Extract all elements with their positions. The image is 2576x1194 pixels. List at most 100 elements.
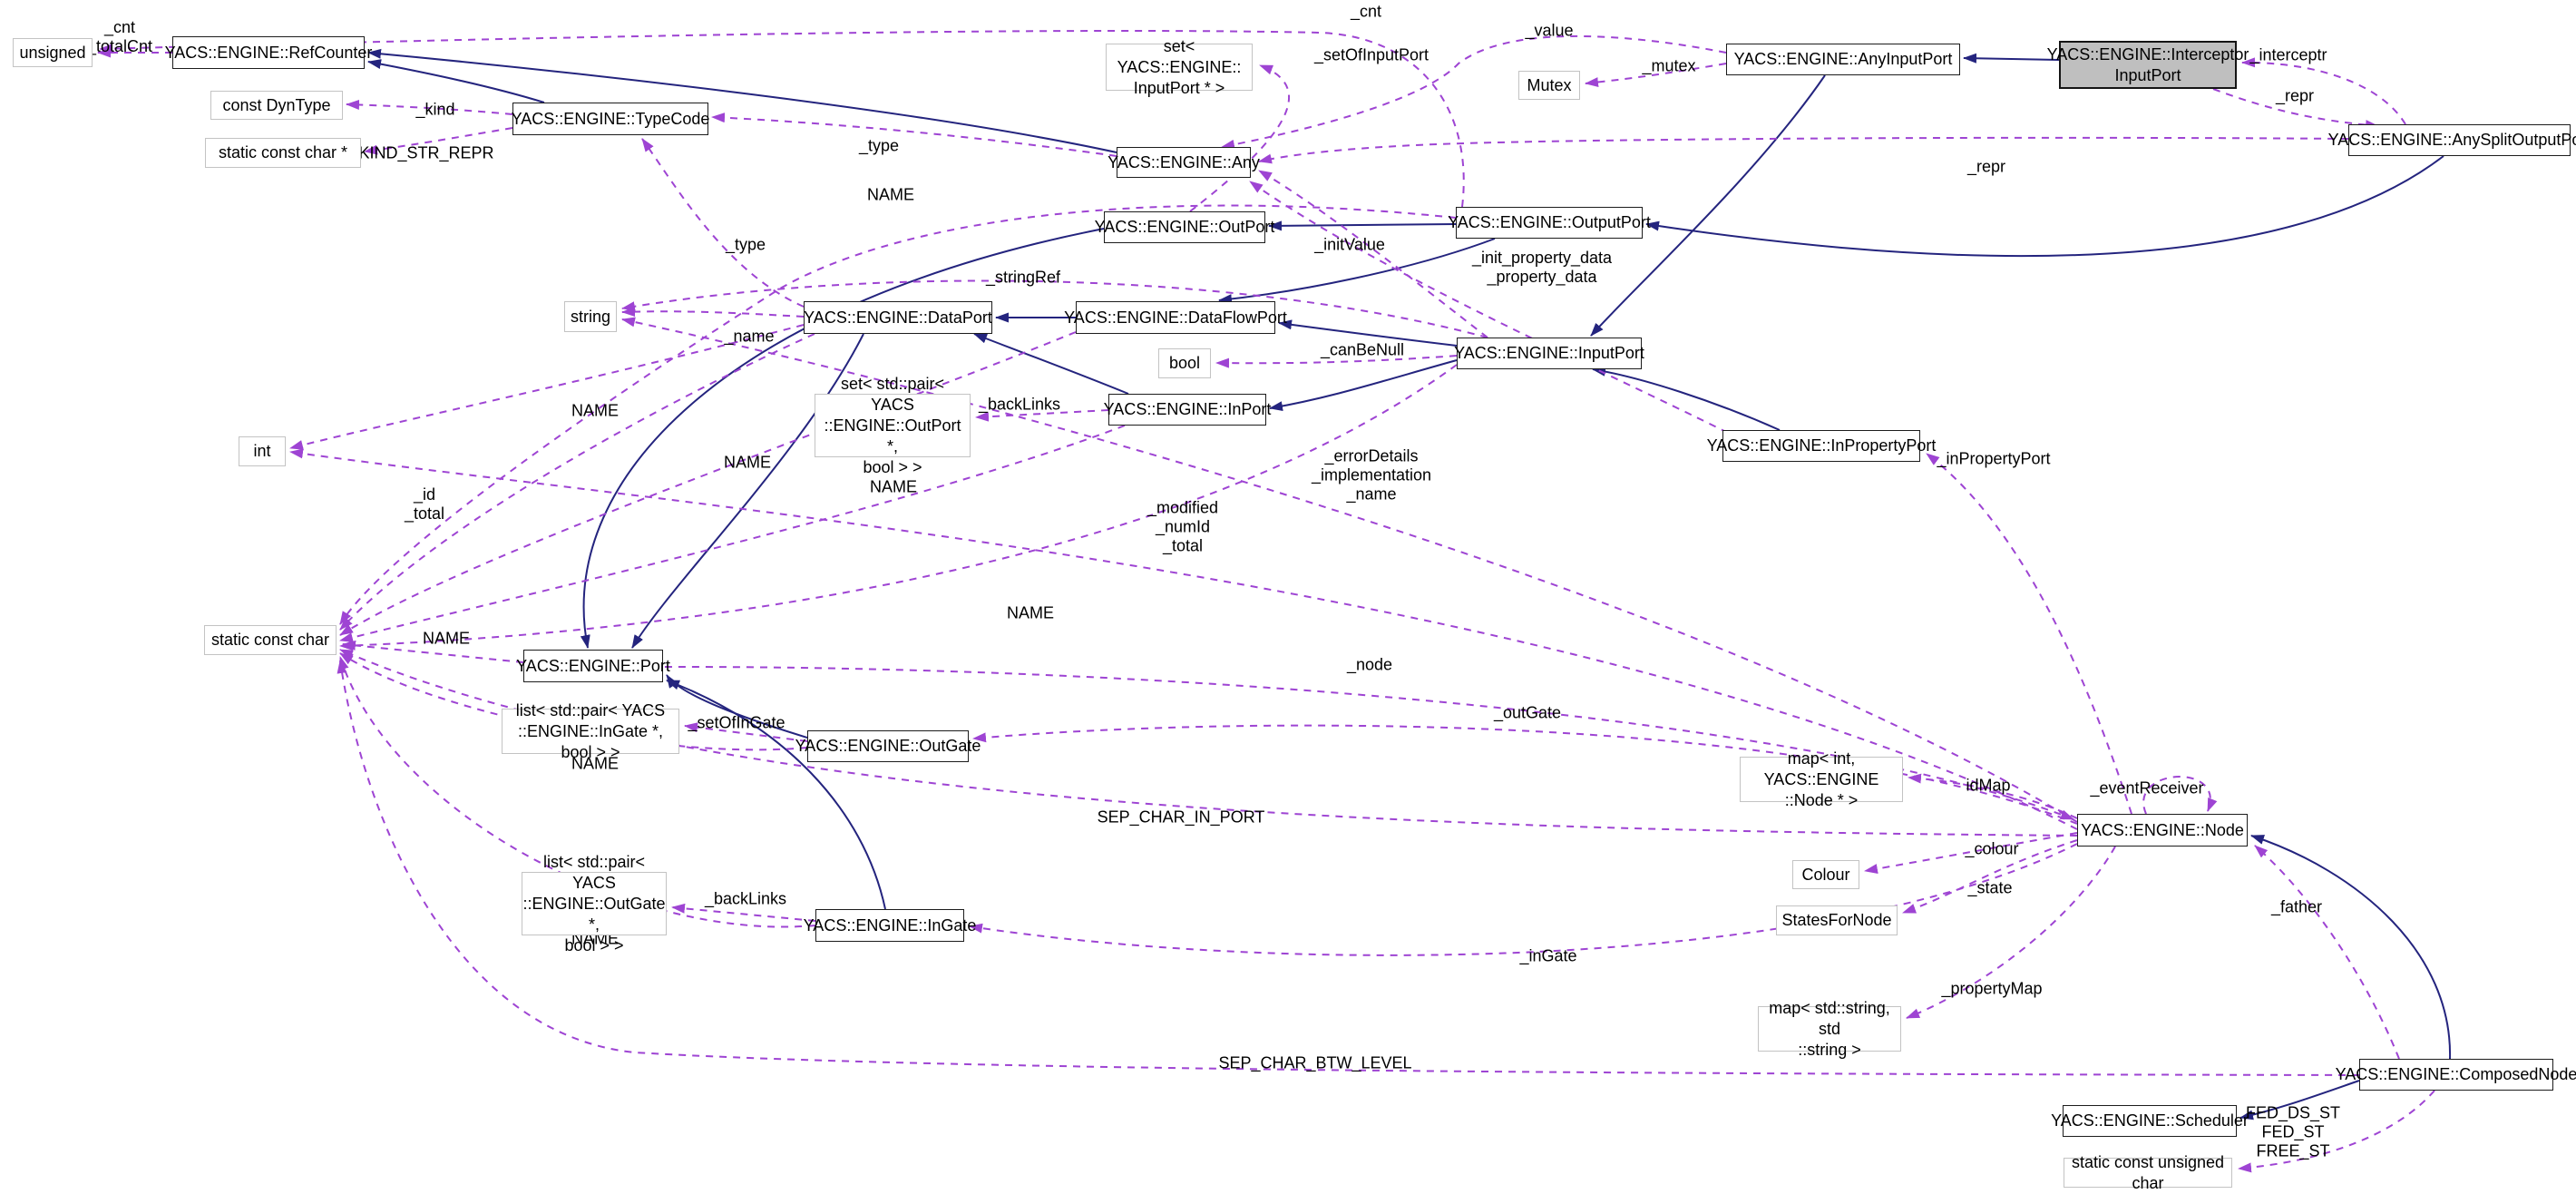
- node-interceptorinputport: YACS::ENGINE::Interceptor InputPort: [2047, 41, 2249, 89]
- inheritance-edge-any-refcounter: [367, 48, 1117, 153]
- inheritance-edge-outgate-port: [666, 674, 808, 739]
- inheritance-edge-composednode-node: [2250, 835, 2452, 1060]
- usage-edge-stringref: [621, 279, 1488, 338]
- node-any[interactable]: YACS::ENGINE::Any: [1107, 147, 1260, 178]
- edge-label-fed-states: FED_DS_ST FED_ST FREE_ST: [2245, 1103, 2341, 1160]
- node-inport[interactable]: YACS::ENGINE::InPort: [1104, 394, 1271, 426]
- usage-edge-state-ref: [1902, 839, 2078, 914]
- edge-label-name-member: _name: [724, 327, 775, 346]
- inheritance-edge-anysplit-outputport: [1645, 155, 2444, 258]
- node-composednode[interactable]: YACS::ENGINE::ComposedNode: [2336, 1059, 2576, 1091]
- inheritance-edge-composednode-scheduler: [2239, 1080, 2360, 1121]
- node-bool: bool: [1158, 348, 1211, 378]
- inheritance-edge-outport-port: [580, 228, 1105, 649]
- edge-label-setofingate: _setOfInGate: [688, 713, 785, 732]
- edge-label-father: _father: [2270, 897, 2323, 916]
- usage-edge-cnt-top: [99, 30, 1465, 208]
- node-statesfornode: StatesForNode: [1776, 905, 1898, 935]
- usage-edge-value: [1221, 34, 1727, 150]
- node-dataport[interactable]: YACS::ENGINE::DataPort: [804, 301, 992, 334]
- edge-label-sep-char-btw-level: SEP_CHAR_BTW_LEVEL: [1218, 1053, 1412, 1072]
- edge-label-backlinks-inport: _backLinks: [978, 395, 1061, 414]
- node-inpropertyport[interactable]: YACS::ENGINE::InPropertyPort: [1707, 430, 1936, 462]
- node-port[interactable]: YACS::ENGINE::Port: [516, 650, 670, 682]
- inheritance-edge-dataport-port: [631, 333, 864, 649]
- edge-label-propertymap: _propertyMap: [1941, 979, 2043, 998]
- node-anyinputport[interactable]: YACS::ENGINE::AnyInputPort: [1726, 44, 1960, 75]
- edge-label-name-port: NAME: [422, 629, 471, 648]
- node-map-string-string: map< std::string, std ::string >: [1758, 999, 1901, 1059]
- usage-edge-interceptr: [2241, 57, 2406, 125]
- node-typecode[interactable]: YACS::ENGINE::TypeCode: [512, 103, 709, 135]
- usage-edge-outgate-ref: [972, 724, 2078, 825]
- usage-edge-dataport-ints: [289, 324, 805, 450]
- node-inputport[interactable]: YACS::ENGINE::InputPort: [1454, 338, 1644, 369]
- node-outport[interactable]: YACS::ENGINE::OutPort: [1095, 211, 1274, 243]
- node-ingate[interactable]: YACS::ENGINE::InGate: [804, 909, 976, 942]
- edge-label-outgate-ref: _outGate: [1493, 703, 1562, 722]
- node-list-pair-outgate: list< std::pair< YACS ::ENGINE::OutGate …: [522, 852, 667, 954]
- usage-edge-ingate-ref: [969, 843, 2078, 956]
- usage-edge-name-port: [342, 640, 524, 663]
- usage-edge-backlinks-inport: [975, 409, 1109, 422]
- node-outgate[interactable]: YACS::ENGINE::OutGate: [795, 730, 981, 762]
- inheritance-edge-anyinputport-inputport: [1590, 74, 1826, 337]
- edge-label-idmap: idMap: [1966, 776, 2011, 795]
- edge-label-type-dataport: _type: [725, 235, 766, 254]
- node-refcounter[interactable]: YACS::ENGINE::RefCounter: [165, 36, 372, 69]
- node-map-int-node: map< int, YACS::ENGINE ::Node * >: [1740, 749, 1903, 809]
- inheritance-edge-outputport-dataflowport: [1218, 238, 1496, 305]
- node-anysplitoutputport[interactable]: YACS::ENGINE::AnySplitOutputPort: [2328, 124, 2576, 156]
- node-string: string: [564, 301, 617, 332]
- inheritance-edge-ingate-port: [666, 680, 886, 910]
- node-outputport[interactable]: YACS::ENGINE::OutputPort: [1448, 207, 1651, 239]
- edge-label-inpropertyport-ref: _inPropertyPort: [1937, 449, 2051, 468]
- usage-edge-eventreceiver: [2142, 776, 2218, 815]
- node-scheduler[interactable]: YACS::ENGINE::Scheduler: [2051, 1105, 2249, 1137]
- edge-label-type-any: _type: [858, 136, 900, 155]
- node-unsigned: unsigned: [13, 38, 93, 67]
- edge-label-ingate-ref: _inGate: [1519, 946, 1577, 965]
- edge-label-name-inport: NAME: [869, 477, 918, 496]
- inheritance-edge-interceptor-anyinputport: [1963, 53, 2060, 64]
- edge-label-eventreceiver: _eventReceiver: [2090, 778, 2204, 798]
- node-dataflowport[interactable]: YACS::ENGINE::DataFlowPort: [1064, 301, 1287, 334]
- node-node[interactable]: YACS::ENGINE::Node: [2077, 814, 2248, 847]
- usage-edge-setofingate: [684, 722, 808, 742]
- usage-edge-property-data: [1249, 181, 1729, 434]
- inheritance-edge-outputport-outport: [1268, 220, 1457, 231]
- usage-edge-node-ints: [289, 448, 2078, 830]
- usage-edge-kind: [346, 99, 513, 115]
- edge-label-kind: _kind: [415, 100, 455, 119]
- usage-edge-fed-states: [2238, 1090, 2435, 1173]
- edge-label-state-ref: _state: [1967, 878, 2013, 897]
- edge-label-repr-to-split: _repr: [2275, 86, 2315, 105]
- edge-label-cnt-totalcnt: _cnt _totalCnt: [86, 18, 153, 55]
- usage-edge-father: [2254, 845, 2400, 1060]
- edge-label-node-ints: _modified _numId _total: [1147, 498, 1219, 555]
- usage-edge-kind-str-repr: [364, 127, 513, 155]
- node-static-const-char: static const char: [204, 625, 337, 655]
- edge-label-property-data: _init_property_data _property_data: [1471, 249, 1613, 286]
- usage-edge-name-member: [621, 307, 805, 318]
- usage-edge-sep-char-btw-level: [337, 660, 2360, 1076]
- inheritance-edge-inputport-dataflowport: [1278, 319, 1458, 347]
- edge-label-name-dataport: NAME: [571, 401, 620, 420]
- edge-label-stringref: _stringRef: [985, 268, 1061, 287]
- edge-label-cnt-top: _cnt: [1350, 2, 1382, 21]
- usage-edge-name-inputport: [339, 364, 1458, 651]
- usage-edge-node-ref: [664, 665, 2074, 820]
- inheritance-edge-typecode-refcounter: [367, 59, 545, 103]
- edge-label-sep-char-in-port: SEP_CHAR_IN_PORT: [1097, 807, 1265, 827]
- edge-label-interceptr: _interceptr: [2249, 45, 2327, 64]
- edge-label-name-outgate: NAME: [571, 754, 620, 773]
- usage-edge-backlinks-ingate: [671, 903, 816, 922]
- inheritance-edge-inpropertyport-inputport: [1592, 366, 1781, 431]
- node-set-inputport: set< YACS::ENGINE:: InputPort * >: [1106, 37, 1253, 97]
- node-set-pair-outport: set< std::pair< YACS ::ENGINE::OutPort *…: [815, 375, 971, 476]
- usage-edge-inpropertyport-ref: [1926, 453, 2132, 815]
- usage-edge-canbenull: [1215, 355, 1458, 368]
- edge-label-mutex-ref: _mutex: [1642, 56, 1696, 75]
